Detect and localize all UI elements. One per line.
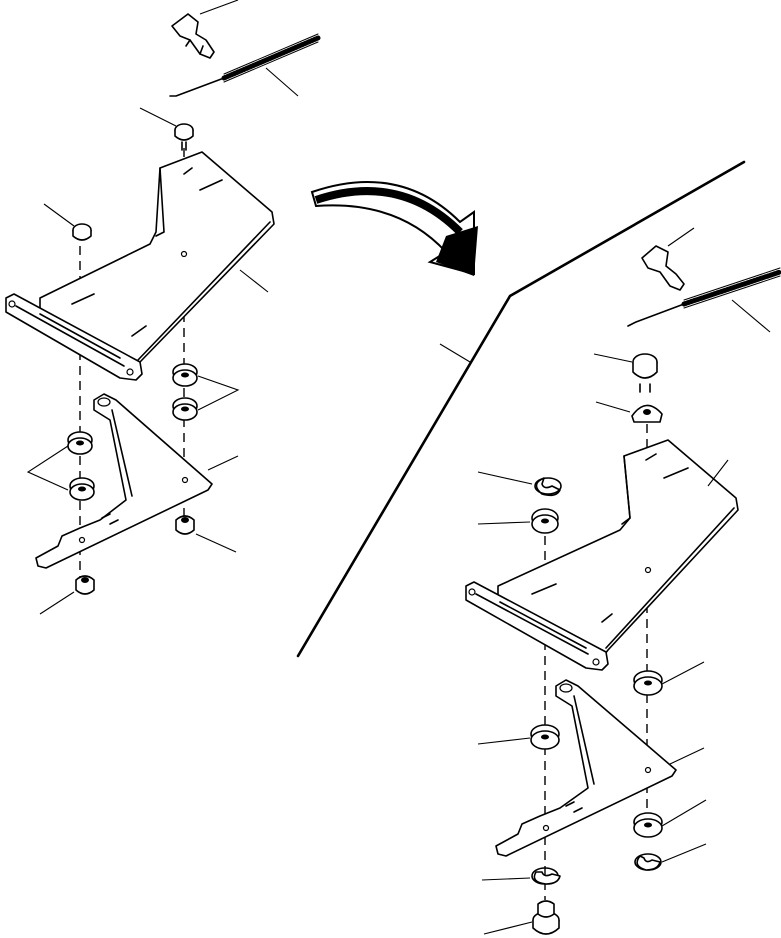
leader-line xyxy=(593,353,633,363)
leader-line xyxy=(731,299,771,333)
lower-bracket-plate xyxy=(35,393,213,569)
leader-line xyxy=(239,269,269,293)
leader-line xyxy=(139,107,177,127)
leader-line xyxy=(595,401,631,413)
leader-line xyxy=(477,471,533,485)
upper-bracket-plate xyxy=(465,439,739,671)
washer xyxy=(67,431,93,455)
leader-line xyxy=(483,921,533,935)
cable-clip xyxy=(641,245,685,291)
lower-bracket-plate xyxy=(495,679,677,857)
control-cable xyxy=(169,33,321,97)
leader-line xyxy=(197,375,240,411)
leader-line xyxy=(667,227,695,247)
washer xyxy=(172,397,198,421)
leader-line xyxy=(661,799,707,827)
pin xyxy=(72,223,92,241)
leader-line xyxy=(661,661,705,685)
leader-line xyxy=(265,67,299,97)
control-cable xyxy=(627,267,781,327)
leader-line xyxy=(669,747,705,765)
leader-line xyxy=(481,877,531,881)
leader-line xyxy=(439,343,471,363)
nut xyxy=(75,575,95,595)
washer xyxy=(633,812,663,838)
retaining-ring xyxy=(531,867,561,885)
pin xyxy=(632,353,658,393)
pin xyxy=(174,123,194,151)
cable-clip xyxy=(171,13,215,59)
washer xyxy=(172,363,198,387)
after-view xyxy=(465,227,781,935)
pin xyxy=(532,900,560,935)
leader-line xyxy=(207,455,239,471)
leader-line xyxy=(199,0,239,15)
before-view xyxy=(5,0,321,615)
curved-arrow-icon xyxy=(310,181,478,276)
washer xyxy=(530,724,560,750)
leader-line xyxy=(477,521,531,525)
washer xyxy=(531,508,559,534)
leader-line xyxy=(43,203,75,227)
retaining-ring xyxy=(634,853,662,871)
leader-line xyxy=(39,591,75,615)
leader-line xyxy=(26,445,69,491)
leader-line xyxy=(477,737,531,745)
washer xyxy=(633,670,663,696)
nut xyxy=(175,515,195,535)
leader-line xyxy=(661,843,707,863)
upper-bracket-plate xyxy=(5,151,275,381)
leader-line xyxy=(707,459,729,487)
retaining-ring xyxy=(534,477,562,497)
leader-line xyxy=(195,533,237,553)
spacer xyxy=(631,404,663,423)
washer xyxy=(69,477,95,501)
view-separator xyxy=(296,160,746,658)
